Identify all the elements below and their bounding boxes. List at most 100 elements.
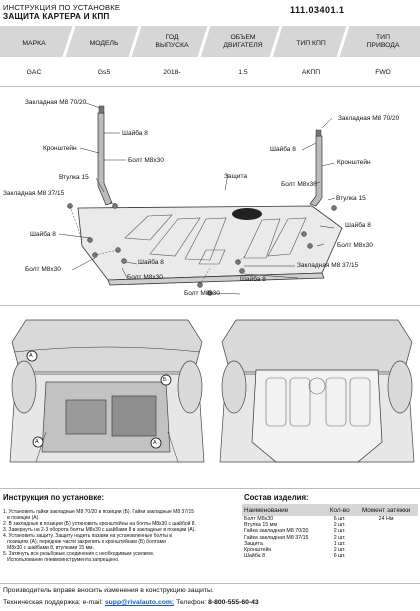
installed-skid-plate bbox=[251, 369, 383, 463]
parts-column-qty: Кол-во bbox=[325, 504, 355, 516]
instruction-step: 3. Завернуть на 2-3 оборота болты М8х30 … bbox=[3, 527, 196, 533]
support-phone: 8-800-555-60-43 bbox=[208, 599, 259, 606]
spec-header-model: МОДЕЛЬ bbox=[89, 40, 119, 47]
spec-header-year: ГОД ВЫПУСКА bbox=[155, 34, 189, 49]
part-qty: 2 шт. bbox=[333, 522, 346, 529]
exploded-assembly-drawing bbox=[58, 102, 343, 296]
table-row: Кронштейн 2 шт. bbox=[242, 547, 418, 553]
callout-kronshtein-right: Кронштейн bbox=[337, 159, 371, 166]
divider bbox=[0, 305, 420, 306]
marker-b-1: Б bbox=[163, 377, 167, 383]
spec-band-dividers bbox=[62, 26, 350, 57]
instruction-step: Использование пневмоинструмента запрещен… bbox=[3, 557, 120, 563]
callout-shaiba-center-right: Шайба 8 bbox=[240, 276, 266, 283]
callout-shaiba-right-low: Шайба 8 bbox=[345, 222, 371, 229]
callout-bolt-top-left: Болт М8х30 bbox=[128, 157, 164, 164]
callout-zakladnaya-3715-left: Закладная М8 37/15 bbox=[3, 190, 65, 197]
part-name: Втулка 15 мм bbox=[244, 522, 277, 529]
spec-header-drive: ТИП ПРИВОДА bbox=[366, 34, 400, 49]
instruction-step: М8х30 с шайбами 8, втулками 15 мм. bbox=[3, 545, 94, 551]
assembly-axes bbox=[69, 205, 246, 286]
callout-bolt-right-mid: Болт М8х30 bbox=[281, 181, 317, 188]
marker-a-1: А bbox=[29, 353, 33, 359]
callout-zakladnaya-3715-center: Закладная М8 37/15 bbox=[297, 262, 359, 269]
spec-header-band bbox=[0, 26, 420, 57]
part-qty: 2 шт. bbox=[333, 528, 346, 535]
article-code: 111.03401.1 bbox=[290, 5, 345, 15]
table-row: Болт М8х30 6 шт. 24 Нм bbox=[242, 516, 418, 522]
callout-bolt-left-low: Болт М8х30 bbox=[25, 266, 61, 273]
part-torque: 24 Нм bbox=[378, 516, 394, 522]
divider bbox=[0, 488, 420, 489]
document-title: ИНСТРУКЦИЯ ПО УСТАНОВКЕ ЗАЩИТА КАРТЕРА И… bbox=[3, 3, 203, 21]
table-row: Втулка 15 мм 2 шт. bbox=[242, 522, 418, 528]
callout-bolt-center: Болт М8х30 bbox=[127, 274, 163, 281]
table-row: Защита 1 шт. bbox=[242, 541, 418, 547]
parts-column-name: Наименование bbox=[242, 504, 326, 516]
part-name: Гайка закладная М8 37/15 bbox=[244, 534, 309, 541]
part-name: Шайба 8 bbox=[244, 553, 266, 560]
spec-value-model: Gs5 bbox=[97, 69, 111, 76]
support-label: Техническая поддержка: e-mail: bbox=[3, 599, 103, 606]
table-row: Гайка закладная М8 37/15 2 шт. bbox=[242, 535, 418, 541]
phone-label: Телефон: bbox=[176, 599, 207, 606]
callout-kronshtein-left: Кронштейн bbox=[43, 145, 77, 152]
part-name: Гайка закладная М8 70/20 bbox=[244, 528, 309, 535]
instruction-step: позициях (А), передние части закрепить к… bbox=[3, 539, 166, 545]
divider bbox=[0, 583, 420, 584]
instructions-title: Инструкция по установке: bbox=[3, 493, 105, 502]
callout-shaiba-right-top: Шайба 8 bbox=[270, 146, 296, 153]
callout-zakladnaya-7020-right: Закладная М8 70/20 bbox=[338, 115, 400, 122]
marker-a-2: А bbox=[35, 439, 39, 445]
fastener-markers bbox=[67, 105, 337, 296]
underside-view-after bbox=[219, 319, 415, 463]
divider bbox=[0, 86, 420, 87]
instructions-list: 1. Установить гайки закладные М8 70/20 в… bbox=[3, 509, 218, 563]
part-qty: 6 шт. bbox=[333, 516, 346, 522]
spec-value-gearbox: АКПП bbox=[301, 69, 321, 76]
part-qty: 2 шт. bbox=[333, 547, 346, 554]
part-torque bbox=[354, 553, 418, 559]
parts-title: Состав изделия: bbox=[244, 493, 309, 502]
callout-shaiba-top: Шайба 8 bbox=[122, 130, 148, 137]
callout-vtulka-left: Втулка 15 bbox=[59, 174, 89, 181]
callout-vtulka-right: Втулка 15 bbox=[336, 195, 366, 202]
spec-header-engine: ОБЪЕМ ДВИГАТЕЛЯ bbox=[223, 34, 263, 49]
spec-value-engine: 1.5 bbox=[238, 69, 248, 76]
callout-zakladnaya-7020-left: Закладная М8 70/20 bbox=[25, 99, 87, 106]
callout-shaiba-center: Шайба 8 bbox=[138, 259, 164, 266]
parts-table: Наименование Кол-во Момент затяжки Болт … bbox=[242, 504, 418, 559]
callout-bolt-bottom: Болт М8х30 bbox=[184, 290, 220, 297]
title-line-2: ЗАЩИТА КАРТЕРА И КПП bbox=[3, 12, 110, 21]
footer-notice: Производитель вправе вносить изменения в… bbox=[3, 587, 214, 594]
spec-value-year: 2018- bbox=[163, 69, 181, 76]
instruction-step: 1. Установить гайки закладные М8 70/20 в… bbox=[3, 509, 195, 515]
part-name: Кронштейн bbox=[244, 547, 272, 554]
parts-column-torque: Момент затяжки bbox=[354, 504, 418, 516]
instruction-step: 5. Затянуть все резьбовые соединения с н… bbox=[3, 551, 155, 557]
bracket-right bbox=[309, 135, 323, 207]
spec-value-drive: FWD bbox=[375, 69, 391, 76]
title-line-1: ИНСТРУКЦИЯ ПО УСТАНОВКЕ bbox=[3, 3, 121, 12]
spec-value-brand: GAC bbox=[26, 69, 42, 76]
drain-hole bbox=[232, 208, 262, 220]
part-qty: 6 шт. bbox=[333, 553, 346, 560]
underside-view-before bbox=[9, 319, 205, 463]
leader-lines bbox=[58, 102, 336, 295]
callout-bolt-right-low: Болт М8х30 bbox=[337, 242, 373, 249]
bracket-left bbox=[97, 112, 113, 206]
support-email-link[interactable]: supp@rivalauto.com; bbox=[104, 599, 175, 606]
marker-a-3: А bbox=[153, 440, 157, 446]
table-row: Шайба 8 6 шт. bbox=[242, 553, 418, 559]
parts-header-row: Наименование Кол-во Момент затяжки bbox=[242, 504, 418, 516]
spec-header-brand: МАРКА bbox=[22, 40, 46, 47]
table-row: Гайка закладная М8 70/20 2 шт. bbox=[242, 528, 418, 534]
mount-point-a-markers bbox=[26, 350, 172, 449]
part-qty: 1 шт. bbox=[333, 540, 346, 547]
instruction-step: 4. Установить защиту. Защиту надеть паза… bbox=[3, 533, 173, 539]
instruction-step: в позиции (А). bbox=[3, 515, 40, 521]
part-name: Защита bbox=[244, 540, 263, 547]
part-name: Болт М8х30 bbox=[244, 516, 274, 522]
footer-support: Техническая поддержка: e-mail: supp@riva… bbox=[3, 599, 259, 606]
callout-zashchita: Защита bbox=[224, 173, 248, 180]
